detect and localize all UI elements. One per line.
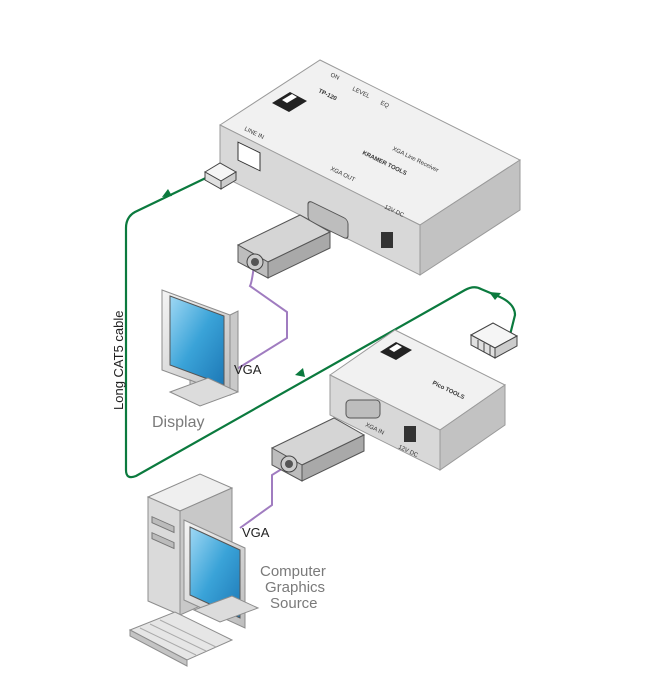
vga-top-label: VGA bbox=[234, 362, 262, 377]
cable-arrow-icon bbox=[489, 292, 501, 300]
power-jack bbox=[381, 232, 393, 248]
source-label-line1: Computer bbox=[260, 563, 326, 580]
receiver-device: TP-120 ON LEVEL EQ KRAMER TOOLS XGA Line… bbox=[218, 59, 522, 276]
source-label-line2: Graphics bbox=[265, 579, 325, 596]
rj45-port bbox=[237, 141, 261, 172]
rj45-plug-bottom-icon bbox=[469, 322, 519, 359]
led-on-label: ON bbox=[329, 72, 340, 81]
vga-bottom-label: VGA bbox=[242, 525, 270, 540]
kramer-logo-icon bbox=[380, 342, 412, 360]
display-monitor-icon bbox=[161, 289, 240, 407]
vga-in-port bbox=[345, 399, 381, 419]
vga-cable-top bbox=[231, 264, 288, 373]
vga-out-port bbox=[307, 201, 349, 239]
transmitter-power-jack bbox=[404, 426, 416, 442]
cable-arrow-up-icon bbox=[162, 189, 172, 197]
computer-source-icon bbox=[128, 473, 260, 667]
vga-plug-top-icon bbox=[236, 214, 332, 279]
cable-arrow-left-icon bbox=[295, 368, 305, 377]
rj45-plug-top-icon bbox=[204, 162, 237, 190]
led-eq-label: EQ bbox=[379, 100, 390, 109]
display-label: Display bbox=[152, 414, 204, 431]
source-label-line3: Source bbox=[270, 595, 318, 612]
vga-plug-bottom-icon bbox=[270, 417, 366, 482]
vga-cable-bottom bbox=[239, 464, 289, 529]
cat5-cable bbox=[124, 174, 517, 479]
kramer-logo-icon bbox=[272, 92, 307, 112]
cable-label: Long CAT5 cable bbox=[111, 311, 126, 411]
transmitter-device: Pico TOOLS XGA IN 12V DC bbox=[329, 329, 506, 471]
